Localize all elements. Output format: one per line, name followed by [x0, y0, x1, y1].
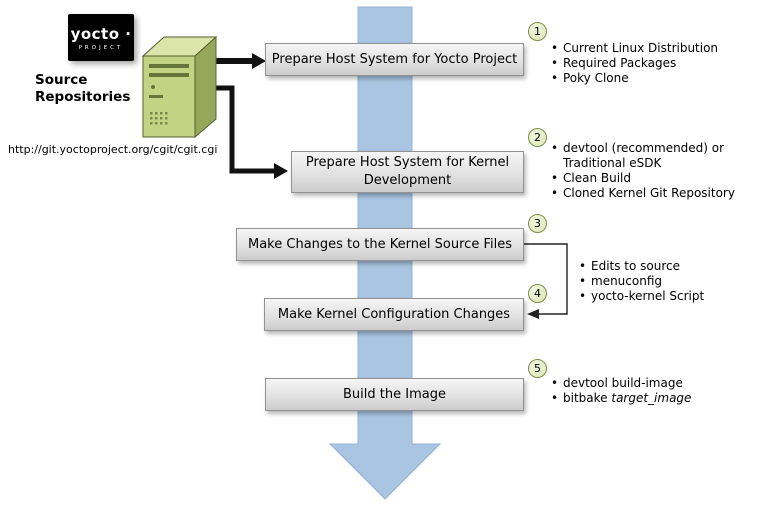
bitbake-command-prefix: bitbake: [563, 391, 612, 405]
step-4-label: Make Kernel Configuration Changes: [277, 306, 511, 322]
step-5-label: Build the Image: [343, 386, 446, 402]
step-2-bullet-list: devtool (recommended) or Traditional eSD…: [551, 141, 751, 201]
step-3-number-badge: 3: [528, 214, 547, 233]
bullet-item: Edits to source: [579, 259, 749, 274]
server-front-details: [149, 64, 189, 98]
step-4-number-badge: 4: [528, 284, 547, 303]
step-2-label: Prepare Host System for Kernel Developme…: [305, 155, 510, 188]
step-1-label: Prepare Host System for Yocto Project: [271, 51, 518, 67]
bullet-item: Required Packages: [551, 56, 756, 71]
step-1-number-badge: 1: [528, 22, 547, 41]
server-to-step2-arrow: [214, 85, 288, 179]
bullet-item: devtool (recommended) or Traditional eSD…: [551, 141, 751, 171]
server-vent-grid: [150, 112, 168, 125]
step-3-label: Make Changes to the Kernel Source Files: [248, 236, 512, 252]
yocto-logo-subtitle: PROJECT: [78, 44, 124, 51]
step-5-bullet-list: devtool build-image bitbake target_image: [551, 376, 756, 406]
bullet-item: devtool build-image: [551, 376, 756, 391]
bullet-item: Current Linux Distribution: [551, 41, 756, 56]
steps-3-4-connector: [524, 243, 568, 319]
bitbake-target-image-italic: target_image: [611, 391, 692, 405]
arrow-shaft: [214, 58, 252, 64]
yocto-logo-wordmark: yocto ·: [70, 24, 132, 43]
bullet-item: bitbake target_image: [551, 391, 756, 406]
step-2-number-badge: 2: [528, 128, 547, 147]
arrowhead-icon: [527, 309, 539, 319]
yocto-project-logo: yocto · PROJECT: [68, 14, 134, 61]
arrowhead-icon: [274, 163, 288, 179]
arrowhead-icon: [252, 53, 266, 69]
step-4-box: Make Kernel Configuration Changes: [264, 298, 524, 331]
server-icon: [141, 35, 218, 139]
source-repositories-label: Source Repositories: [35, 72, 131, 105]
step-5-box: Build the Image: [265, 378, 524, 411]
steps-3-4-shared-bullet-list: Edits to source menuconfig yocto-kernel …: [579, 259, 749, 304]
bullet-item: menuconfig: [579, 274, 749, 289]
connector-line: [524, 243, 568, 315]
step-2-box: Prepare Host System for Kernel Developme…: [291, 151, 524, 193]
source-repositories-url: http://git.yoctoproject.org/cgit/cgit.cg…: [8, 143, 218, 156]
bullet-item: Cloned Kernel Git Repository: [551, 186, 751, 201]
step-1-box: Prepare Host System for Yocto Project: [265, 43, 524, 76]
bullet-item: Clean Build: [551, 171, 751, 186]
step-1-bullet-list: Current Linux Distribution Required Pack…: [551, 41, 756, 86]
server-to-step1-arrow: [214, 53, 266, 69]
bullet-item: yocto-kernel Script: [579, 289, 749, 304]
step-5-number-badge: 5: [528, 359, 547, 378]
step-3-box: Make Changes to the Kernel Source Files: [236, 228, 524, 261]
arrow-shaft: [214, 85, 274, 174]
bullet-item: Poky Clone: [551, 71, 756, 86]
